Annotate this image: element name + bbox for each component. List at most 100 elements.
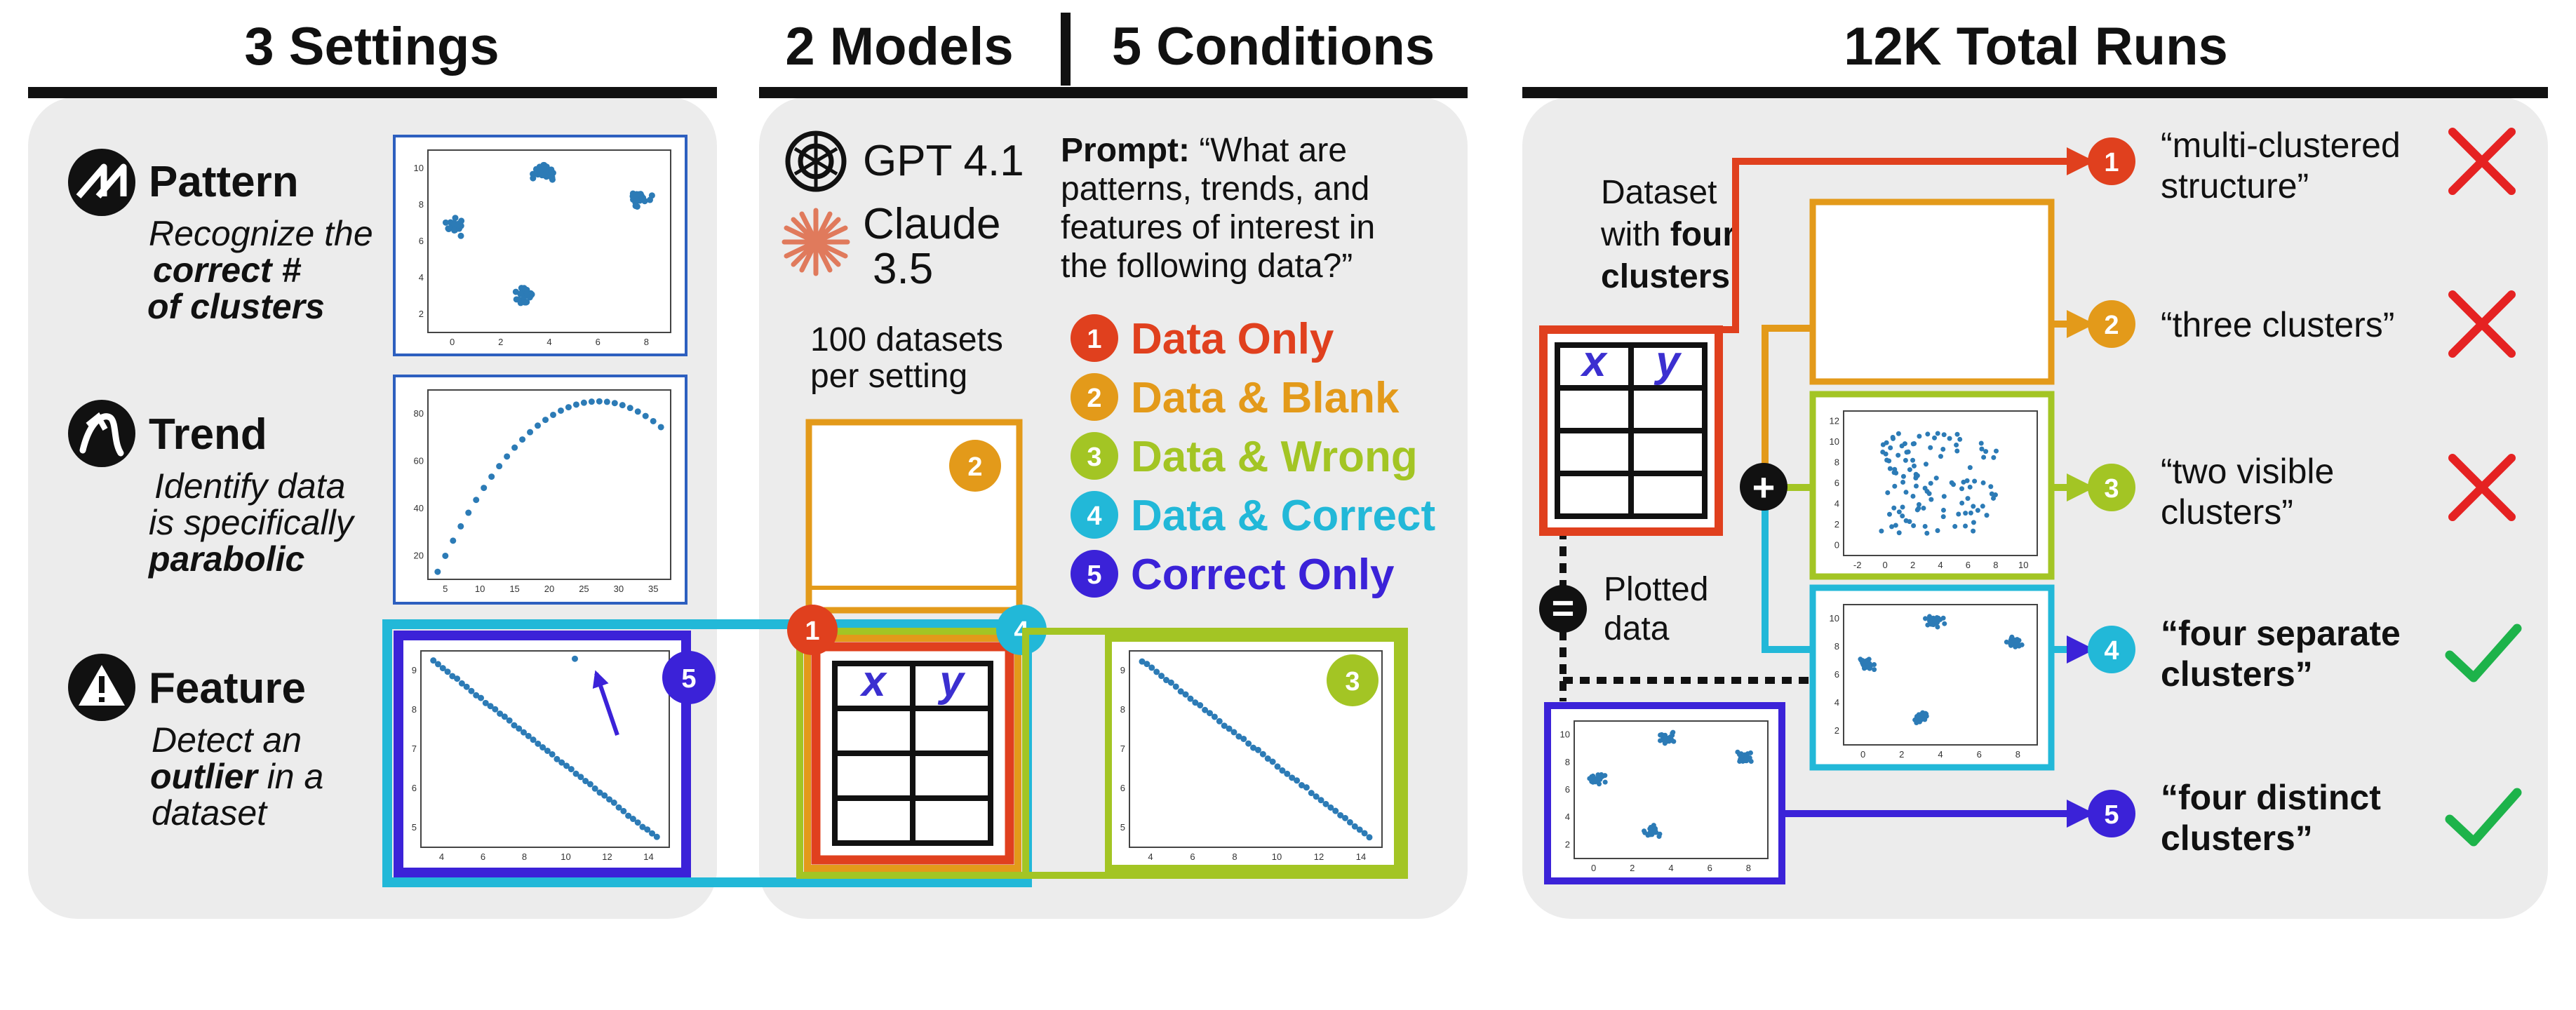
data-point	[1172, 683, 1179, 690]
x-tick-label: -2	[1853, 560, 1862, 570]
data-point	[572, 770, 579, 777]
data-point	[1274, 763, 1281, 770]
y-tick-label: 8	[412, 704, 417, 715]
data-point	[1211, 713, 1218, 720]
y-tick-label: 5	[412, 822, 417, 833]
x-tick-label: 6	[1966, 560, 1971, 570]
y-tick-label: 2	[1834, 519, 1839, 530]
data-point	[511, 444, 518, 451]
cross-icon	[2448, 290, 2516, 358]
data-point	[1954, 431, 1960, 437]
y-tick-label: 2	[1834, 725, 1839, 736]
prompt-line: Prompt: “What are	[1061, 132, 1347, 169]
condition-label: Correct Only	[1131, 551, 1395, 599]
x-tick-label: 12	[1314, 851, 1324, 862]
response-text-line: structure”	[2161, 166, 2309, 206]
response-badge	[2088, 790, 2135, 837]
data-point	[1303, 784, 1310, 791]
response-badge-number: 4	[2104, 636, 2119, 666]
data-point	[591, 785, 598, 792]
data-point	[1961, 479, 1966, 485]
response-badge-number: 5	[2104, 800, 2119, 830]
condition-badge	[1071, 491, 1118, 539]
data-point	[1177, 688, 1184, 695]
y-tick-label: 8	[1120, 704, 1125, 715]
data-point	[442, 552, 449, 559]
data-point	[1928, 445, 1933, 450]
data-point	[1892, 483, 1898, 489]
x-tick-label: 6	[1977, 749, 1982, 760]
x-tick-label: 35	[648, 584, 658, 594]
setting-name: Trend	[149, 410, 267, 459]
condition-badge-number: 2	[1087, 384, 1101, 413]
response-text-line: “two visible	[2161, 452, 2334, 491]
runs-header: 12K Total Runs	[1844, 17, 2228, 76]
condition-badge-number: 1	[1087, 325, 1101, 354]
data-point	[434, 568, 441, 575]
data-point	[1207, 710, 1214, 717]
dataset-label-line: Dataset	[1601, 174, 1717, 211]
data-point	[504, 453, 511, 460]
data-point	[1940, 514, 1946, 520]
response-text-line: “four distinct	[2161, 778, 2381, 817]
data-point	[463, 683, 470, 690]
x-tick-label: 6	[481, 851, 485, 862]
x-tick-label: 6	[596, 337, 601, 347]
data-point	[1913, 483, 1919, 489]
condition-badge	[1071, 373, 1118, 421]
data-point	[1914, 715, 1919, 720]
data-point	[1890, 435, 1896, 440]
data-point	[530, 175, 537, 182]
data-point	[1896, 431, 1901, 436]
data-point	[1971, 504, 1976, 509]
data-point	[611, 400, 618, 407]
data-point	[568, 766, 575, 773]
response-badge	[2088, 626, 2135, 673]
x-tick-label: 10	[561, 851, 570, 862]
x-tick-label: 8	[522, 851, 527, 862]
y-tick-label: 4	[1834, 498, 1839, 509]
models-header-rule	[759, 87, 1468, 98]
condition-badge	[1071, 550, 1118, 598]
x-tick-label: 0	[1860, 749, 1865, 760]
data-point	[1942, 621, 1947, 626]
data-point	[1235, 733, 1242, 740]
x-tick-label: 2	[1910, 560, 1915, 570]
data-point	[650, 417, 657, 424]
data-point	[1587, 776, 1592, 781]
data-point	[1658, 732, 1663, 738]
prompt-text: “What are	[1190, 132, 1347, 169]
data-point	[488, 473, 495, 480]
data-point	[1649, 829, 1655, 835]
data-point	[548, 166, 555, 173]
dataset-label-bold: four	[1670, 216, 1736, 253]
data-point	[442, 219, 449, 226]
data-point	[1342, 814, 1349, 821]
x-tick-label: 2	[1630, 863, 1635, 873]
x-tick-label: 0	[450, 337, 455, 347]
data-point	[539, 744, 546, 751]
plus-sign: +	[1752, 465, 1776, 509]
settings-header: 3 Settings	[244, 17, 499, 76]
prompt-line: the following data?”	[1061, 248, 1353, 285]
y-tick-label: 8	[1565, 757, 1570, 767]
badge-2-number: 2	[967, 452, 982, 482]
data-point	[1872, 667, 1877, 673]
data-point	[572, 401, 579, 408]
data-point	[1670, 730, 1675, 736]
data-point	[501, 713, 508, 720]
data-point	[1657, 831, 1663, 837]
data-point	[439, 665, 446, 672]
data-point	[519, 436, 526, 443]
data-point	[1899, 443, 1905, 449]
data-point	[596, 789, 603, 796]
data-point	[639, 823, 646, 830]
data-point	[1940, 507, 1946, 513]
data-point	[1935, 527, 1940, 533]
data-point	[1922, 523, 1928, 529]
settings-header-rule	[28, 87, 717, 98]
x-tick-label: 5	[443, 584, 448, 594]
data-point	[549, 411, 556, 418]
response-badge	[2088, 137, 2135, 185]
